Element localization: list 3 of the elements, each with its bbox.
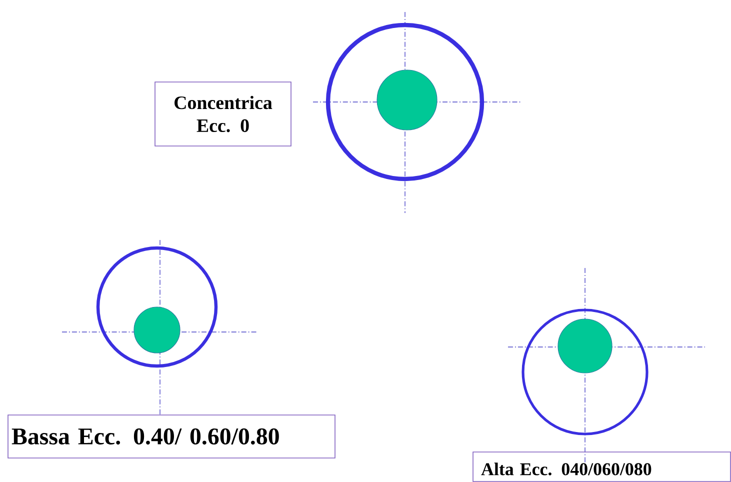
- label-box: Concentrica Ecc. 0: [154, 82, 292, 146]
- label-box: Bassa Ecc. 0.40/ 0.60/0.80: [8, 414, 336, 458]
- label-box: Alta Ecc. 040/060/080: [472, 452, 731, 482]
